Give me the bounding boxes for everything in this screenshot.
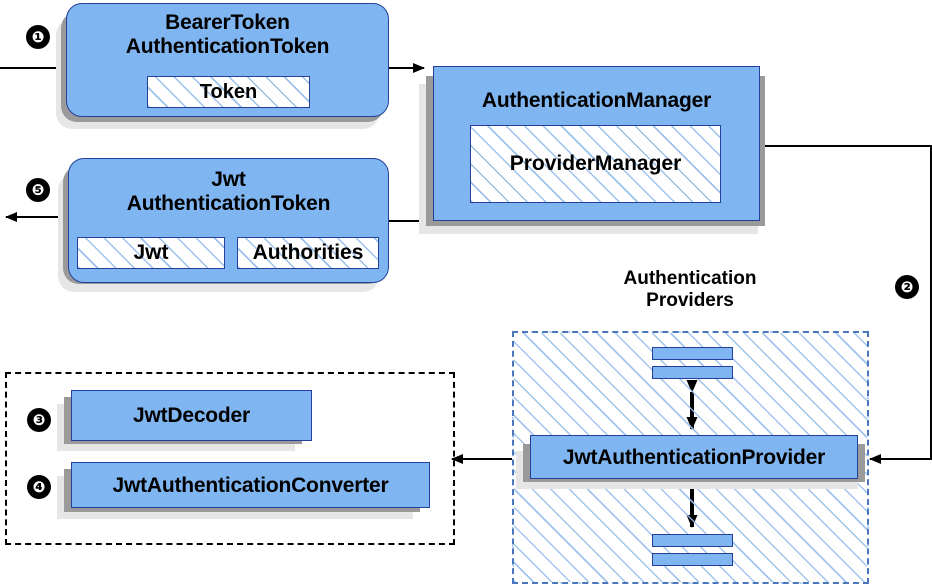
- step-badge-2: ❷: [895, 275, 919, 299]
- step-badge-3: ❸: [27, 408, 51, 432]
- jwt-authentication-converter-title: JwtAuthenticationConverter: [112, 474, 389, 497]
- authentication-providers-label-line2: Providers: [646, 289, 734, 311]
- jwt-authentication-token-field-jwt-label: Jwt: [133, 241, 169, 264]
- jwt-authentication-provider-title: JwtAuthenticationProvider: [562, 446, 826, 469]
- authentication-providers-label: Authentication Providers: [590, 268, 790, 312]
- bearer-token-field-token: Token: [147, 76, 310, 108]
- jwt-authentication-token-title: Jwt AuthenticationToken: [69, 168, 388, 215]
- step-badge-1-label: ❶: [31, 27, 45, 46]
- provider-bar-bottom-1: [652, 534, 733, 547]
- jwt-decoder-box[interactable]: JwtDecoder: [71, 390, 312, 441]
- authentication-manager-title: AuthenticationManager: [481, 89, 712, 112]
- jwt-decoder-title: JwtDecoder: [132, 404, 251, 427]
- provider-manager-panel: ProviderManager: [470, 125, 721, 203]
- jwt-authentication-provider-box[interactable]: JwtAuthenticationProvider: [530, 435, 858, 479]
- bearer-token-authentication-token-box[interactable]: BearerToken AuthenticationToken Token: [66, 3, 389, 117]
- step-badge-5: ❺: [26, 178, 50, 202]
- bearer-token-title-line2: AuthenticationToken: [125, 34, 330, 58]
- step-badge-2-label: ❷: [900, 277, 914, 296]
- authentication-providers-label-line1: Authentication: [623, 268, 757, 289]
- jwt-authentication-token-field-authorities: Authorities: [237, 237, 379, 269]
- bearer-token-title-line1: BearerToken: [165, 11, 290, 34]
- jwt-authentication-converter-box[interactable]: JwtAuthenticationConverter: [71, 462, 430, 508]
- step-badge-1: ❶: [26, 25, 50, 49]
- provider-bar-bottom-2: [652, 553, 733, 566]
- jwt-authentication-token-title-line1: Jwt: [211, 168, 246, 191]
- bearer-token-title: BearerToken AuthenticationToken: [67, 11, 388, 58]
- step-badge-4-label: ❹: [32, 477, 46, 496]
- authentication-manager-box[interactable]: AuthenticationManager ProviderManager: [433, 66, 760, 221]
- wire-manager-to-provider: [760, 145, 932, 464]
- provider-manager-label: ProviderManager: [509, 152, 682, 175]
- provider-bar-top-1: [652, 347, 733, 360]
- jwt-authentication-token-field-jwt: Jwt: [77, 237, 225, 269]
- jwt-authentication-token-title-line2: AuthenticationToken: [126, 191, 331, 215]
- step-badge-4: ❹: [27, 475, 51, 499]
- jwt-support-group: [5, 372, 455, 545]
- step-badge-5-label: ❺: [31, 180, 45, 199]
- step-badge-3-label: ❸: [32, 410, 46, 429]
- provider-bar-top-2: [652, 366, 733, 379]
- bearer-token-field-token-label: Token: [199, 80, 258, 103]
- jwt-authentication-token-field-authorities-label: Authorities: [252, 241, 364, 264]
- jwt-authentication-token-box[interactable]: Jwt AuthenticationToken Jwt Authorities: [68, 158, 389, 283]
